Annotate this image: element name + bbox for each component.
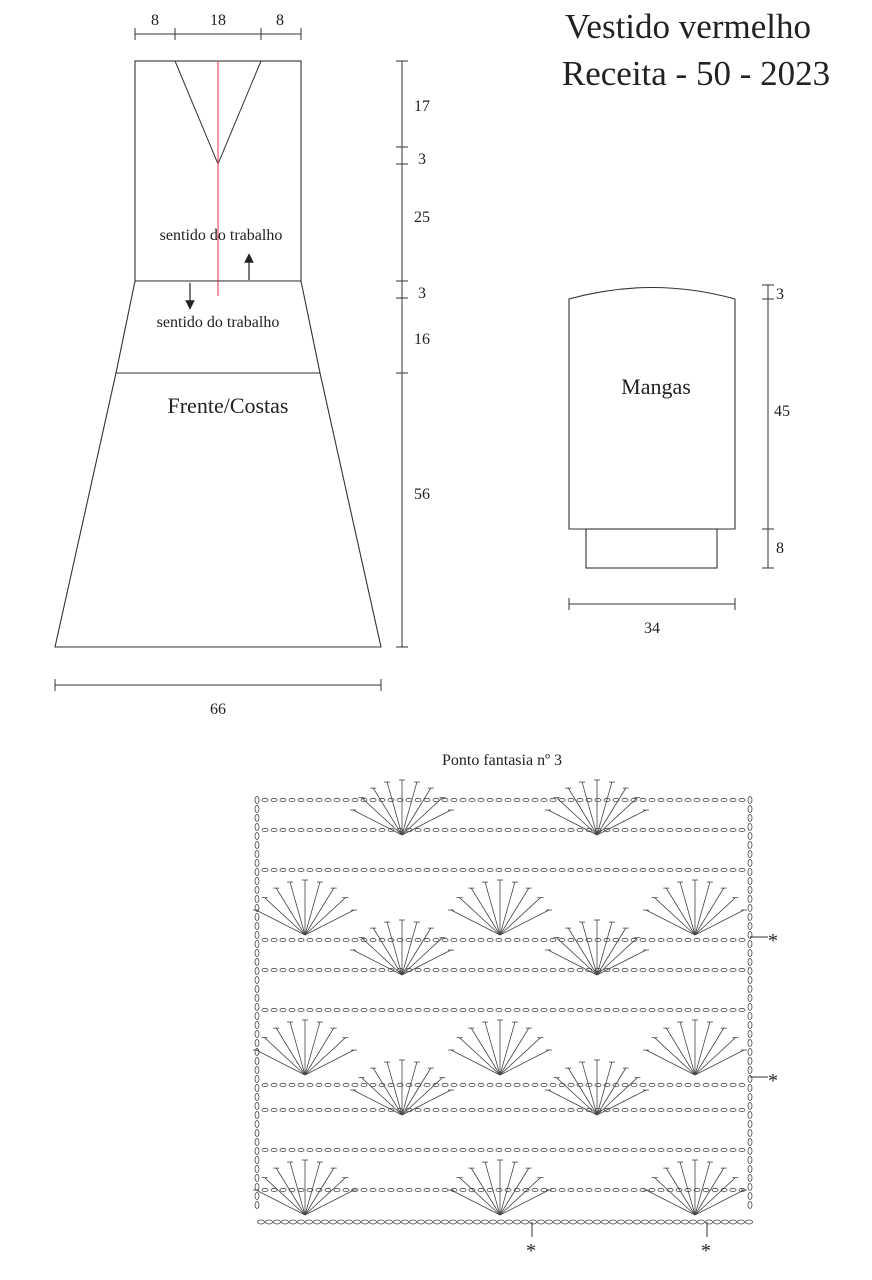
front-back-label: Frente/Costas <box>168 393 289 418</box>
height-label-skirt: 56 <box>414 486 430 503</box>
sleeve-schematic: Mangas 3 45 8 34 <box>568 284 790 637</box>
width-label-hem: 66 <box>210 701 226 718</box>
sleeve-width-label: 34 <box>644 620 660 637</box>
width-label-neck: 18 <box>210 12 226 29</box>
pattern-title: Vestido vermelho <box>565 7 811 46</box>
skirt-outline <box>54 372 382 648</box>
width-label-left-shoulder: 8 <box>151 12 159 29</box>
height-label-band: 16 <box>414 331 430 348</box>
work-direction-lower: sentido do trabalho <box>157 314 280 331</box>
height-label-bodice: 25 <box>414 209 430 226</box>
repeat-marker-right-lower: * <box>768 1070 778 1092</box>
sleeve-height-cap: 3 <box>776 286 784 303</box>
sleeve-outline <box>568 286 736 530</box>
sleeve-height-cuff: 8 <box>776 540 784 557</box>
height-label-waist: 3 <box>418 285 426 302</box>
work-direction-upper: sentido do trabalho <box>160 227 283 244</box>
width-label-right-shoulder: 8 <box>276 12 284 29</box>
stitch-chart-title: Ponto fantasia nº 3 <box>442 752 562 769</box>
repeat-marker-right-upper: * <box>768 930 778 952</box>
stitch-chart <box>252 779 753 1225</box>
height-label-neck-base: 3 <box>418 151 426 168</box>
sleeve-height-body: 45 <box>774 403 790 420</box>
pattern-subtitle: Receita - 50 - 2023 <box>562 54 830 93</box>
front-back-schematic: 8 18 8 sentido do trabalho sentido do tr… <box>54 12 430 718</box>
repeat-marker-bottom-right: * <box>701 1240 711 1262</box>
repeat-marker-bottom-left: * <box>526 1240 536 1262</box>
sleeve-label: Mangas <box>621 374 691 399</box>
height-label-neck: 17 <box>414 98 430 115</box>
cuff-outline <box>585 528 718 569</box>
